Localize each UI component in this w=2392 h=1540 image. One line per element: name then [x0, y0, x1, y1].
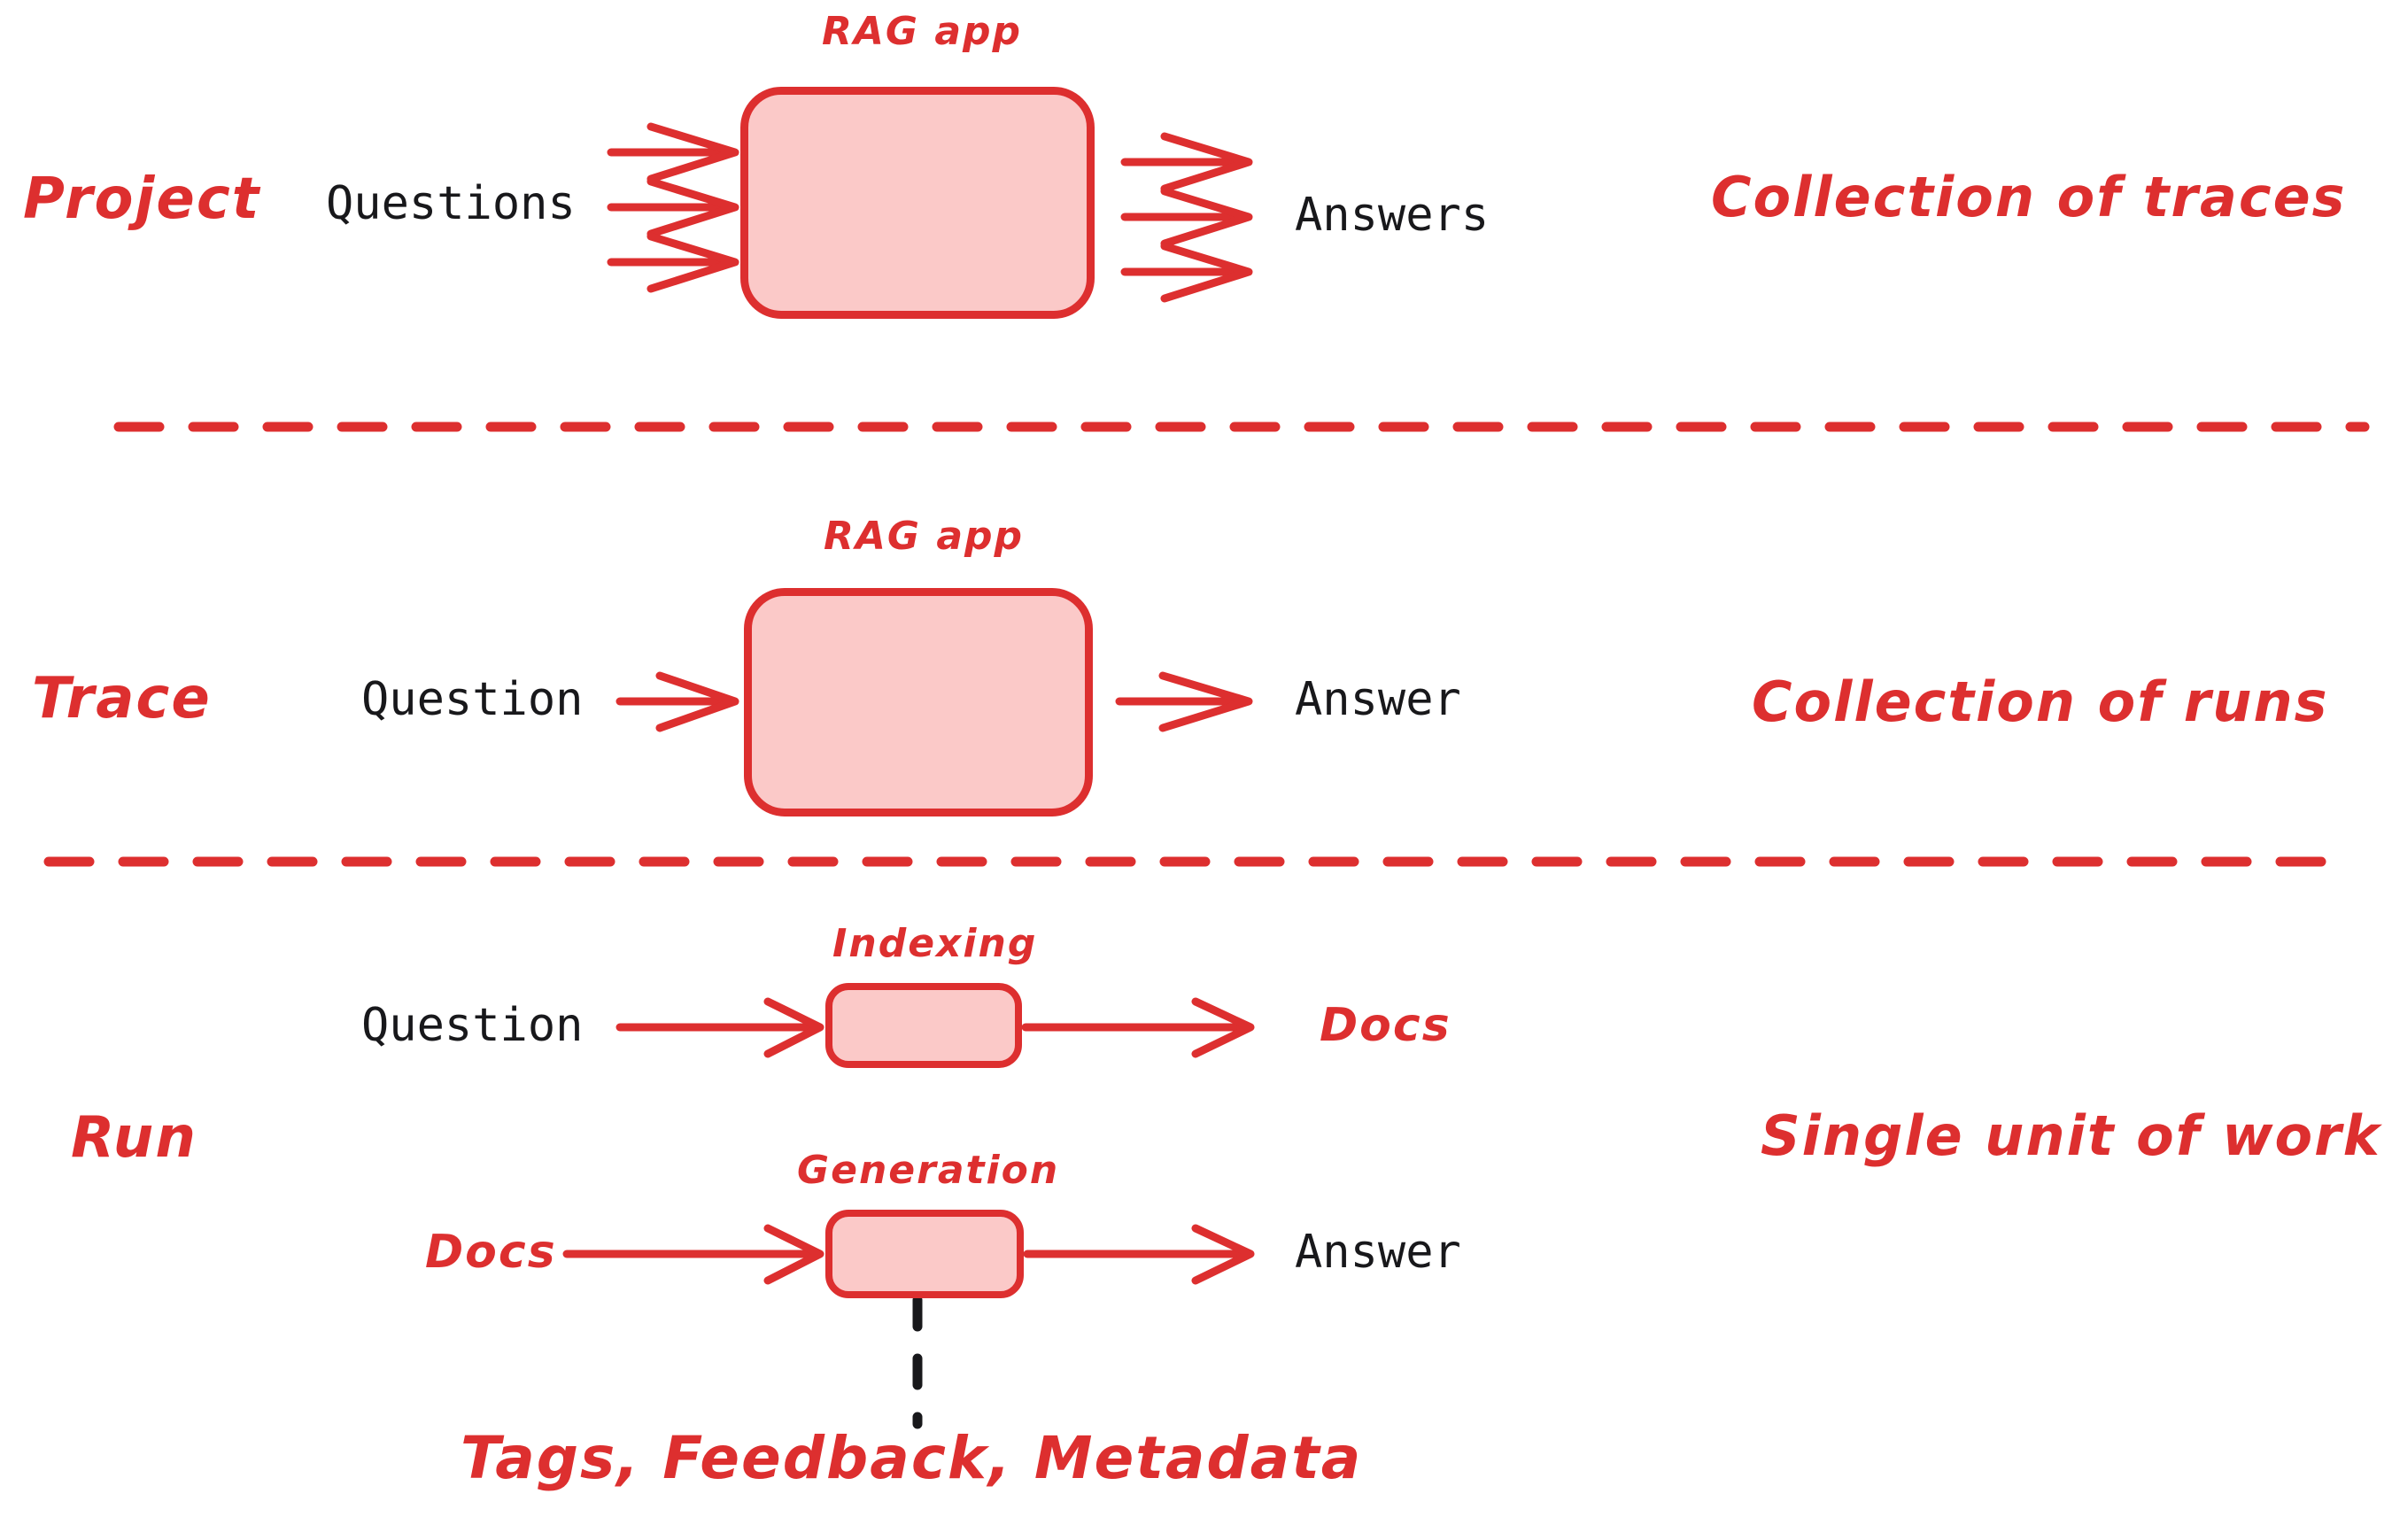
arrow-docs-to-generation — [562, 1224, 824, 1285]
generation-node[interactable] — [825, 1210, 1024, 1298]
arrow-ragapp-to-answers-2 — [1120, 187, 1253, 248]
project-node-ragapp[interactable] — [740, 87, 1095, 319]
generation-output-label: Answer — [1295, 1226, 1461, 1279]
row-label-project: Project — [23, 166, 261, 232]
arrow-questions-to-ragapp-1 — [607, 122, 739, 183]
indexing-node[interactable] — [825, 983, 1022, 1068]
trace-side-label: Collection of runs — [1752, 669, 2329, 734]
arrow-ragapp-to-answers-1 — [1120, 132, 1253, 193]
arrow-ragapp-to-answers-3 — [1120, 242, 1253, 303]
run-annotation-label: Tags, Feedback, Metadata — [461, 1424, 1363, 1492]
project-side-label: Collection of traces — [1711, 165, 2347, 229]
arrow-questions-to-ragapp-2 — [607, 177, 739, 238]
project-output-label: Answers — [1295, 189, 1490, 242]
trace-node-label: RAG app — [824, 514, 1025, 559]
arrow-question-to-ragapp — [615, 671, 739, 732]
arrow-question-to-indexing — [615, 997, 824, 1058]
trace-node-ragapp[interactable] — [744, 588, 1093, 816]
generation-input-label: Docs — [425, 1226, 557, 1279]
trace-input-label: Question — [361, 673, 584, 726]
project-input-label: Questions — [326, 177, 576, 230]
arrow-indexing-to-docs — [1021, 997, 1255, 1058]
project-node-label: RAG app — [822, 9, 1023, 54]
indexing-input-label: Question — [361, 999, 584, 1052]
arrow-questions-to-ragapp-3 — [607, 232, 739, 293]
row-label-trace: Trace — [32, 666, 212, 731]
row-label-run: Run — [71, 1105, 197, 1171]
run-side-label: Single unit of work — [1761, 1103, 2381, 1168]
trace-output-label: Answer — [1295, 673, 1461, 726]
indexing-output-label: Docs — [1320, 999, 1451, 1052]
generation-node-label: Generation — [797, 1148, 1060, 1193]
arrow-ragapp-to-answer — [1115, 671, 1253, 732]
arrow-generation-to-answer — [1023, 1224, 1255, 1285]
indexing-node-label: Indexing — [832, 921, 1038, 966]
